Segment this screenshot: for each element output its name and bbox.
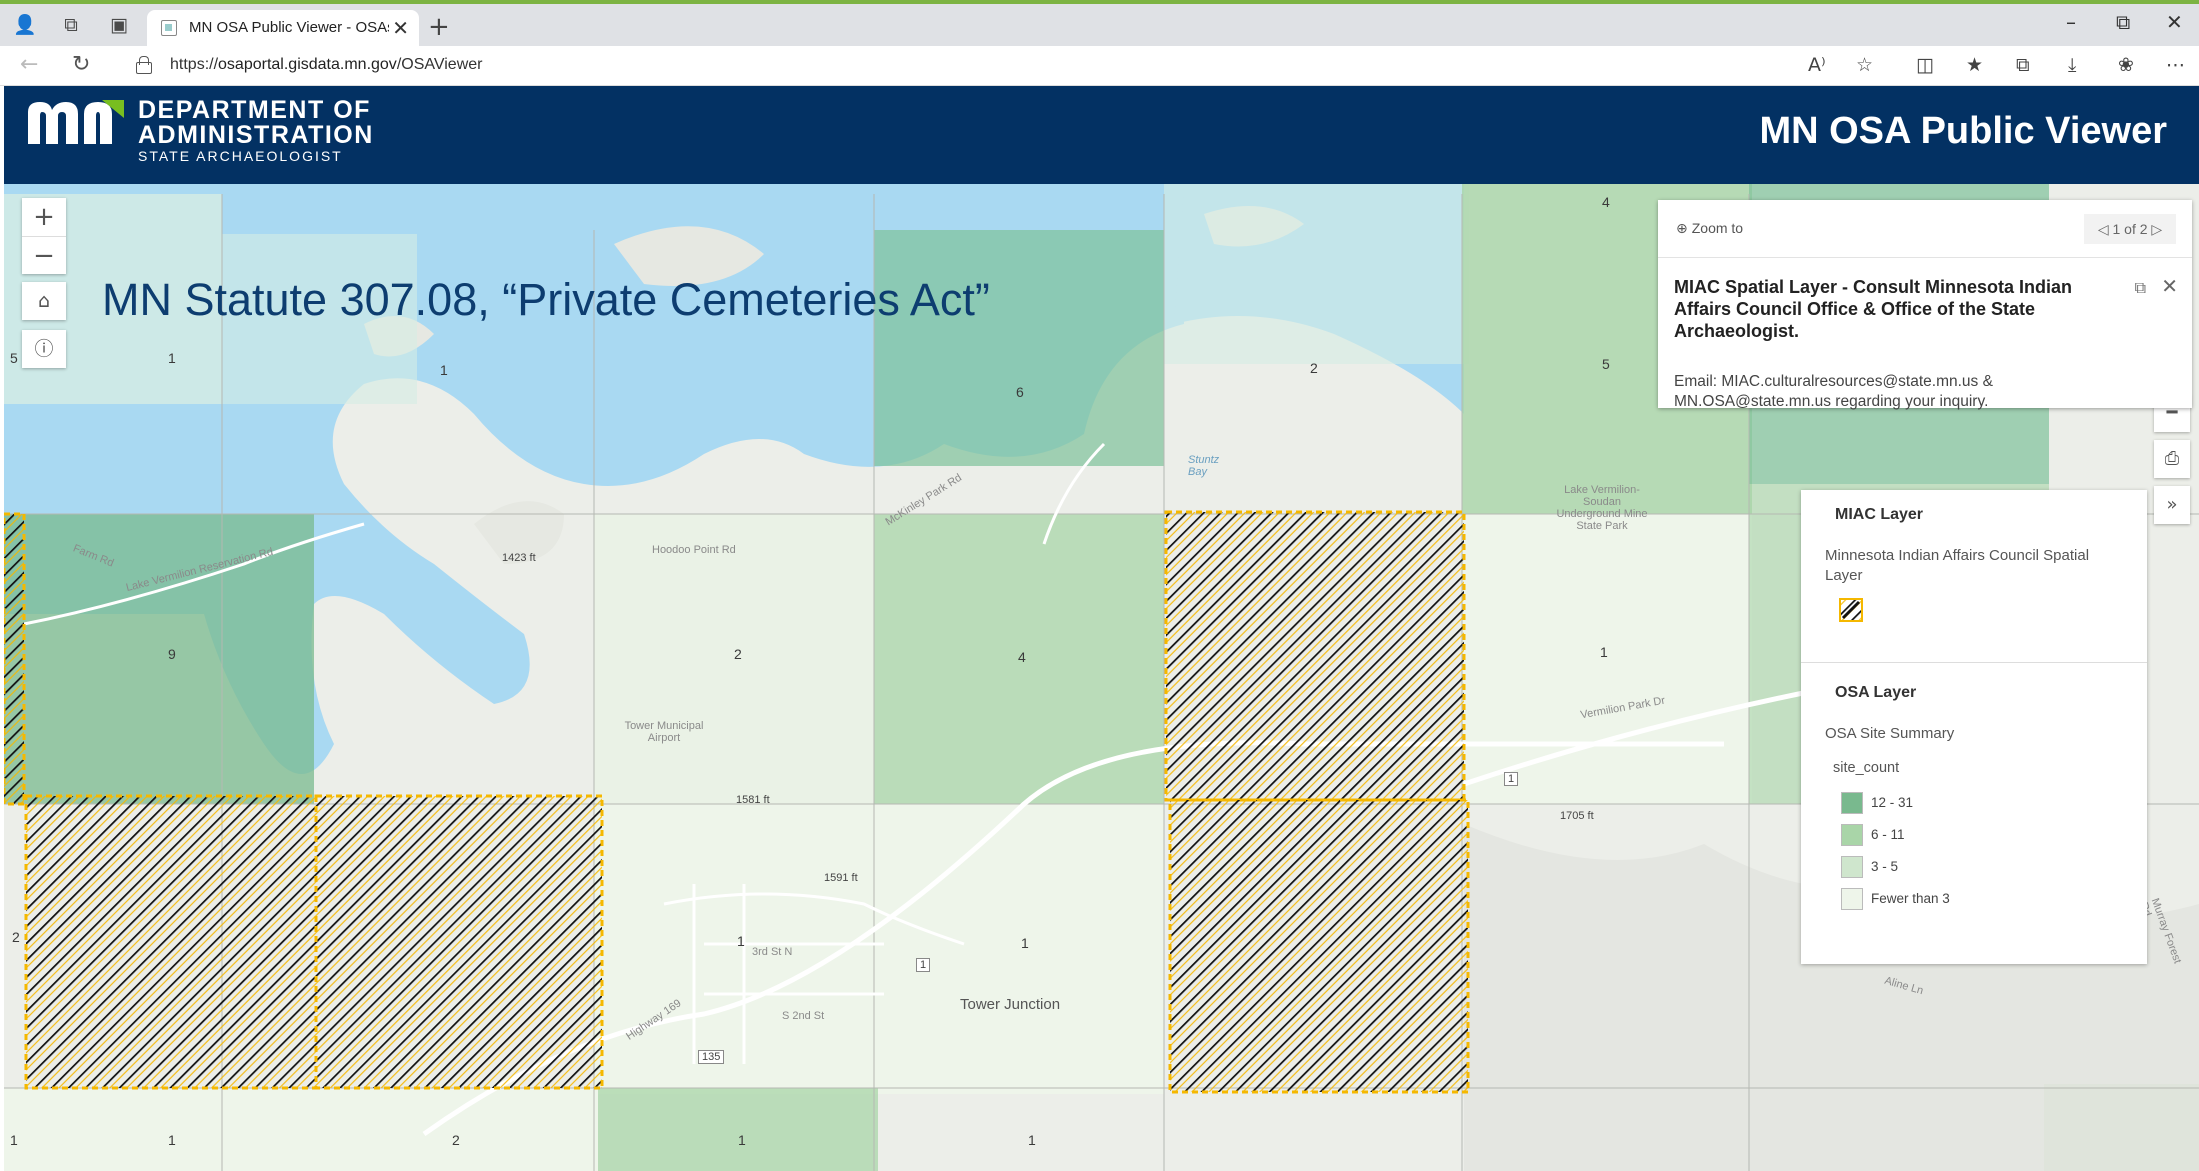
legend-divider	[1801, 662, 2147, 663]
zoom-control: + −	[22, 198, 66, 274]
dock-popup-icon[interactable]: ⧉	[2134, 278, 2146, 297]
app-header: DEPARTMENT OF ADMINISTRATION STATE ARCHA…	[4, 86, 2199, 184]
road-label: S 2nd St	[782, 1010, 825, 1022]
page-favicon-icon	[161, 20, 177, 36]
section-number: 2	[1310, 360, 1318, 376]
route-shield: 135	[698, 1050, 725, 1064]
legend-osa-heading: OSA Layer	[1835, 684, 1917, 701]
legend-swatch	[1841, 888, 1863, 910]
section-number: 2	[734, 646, 742, 662]
section-number: 2	[452, 1132, 460, 1148]
place-label: Tower Municipal Airport	[624, 720, 704, 744]
elevation-label: 1581 ft	[736, 794, 770, 806]
section-number: 1	[440, 362, 448, 378]
popup-title: MIAC Spatial Layer - Consult Minnesota I…	[1674, 277, 2073, 341]
legend-osa-description: OSA Site Summary	[1825, 725, 1955, 742]
section-number: 5	[1602, 356, 1610, 372]
restore-button[interactable]: ⧉	[2116, 10, 2131, 34]
minimize-button[interactable]: –	[2066, 10, 2076, 34]
road-label: 3rd St N	[752, 946, 793, 958]
legend-panel: MIAC Layer Minnesota Indian Affairs Coun…	[1801, 490, 2147, 964]
section-number: 5	[10, 350, 18, 366]
road-label: Hoodoo Point Rd	[652, 544, 736, 556]
browser-tab-active[interactable]: MN OSA Public Viewer - OSAsite ✕	[147, 10, 419, 46]
favorites-icon[interactable]: ★	[1966, 54, 1984, 76]
address-bar: ← ↻ https://osaportal.gisdata.mn.gov/OSA…	[0, 46, 2199, 86]
minnesota-logo	[28, 100, 124, 144]
tab-close-icon[interactable]: ✕	[392, 18, 409, 40]
print-button[interactable]: ⎙	[2154, 440, 2190, 478]
new-tab-button[interactable]: +	[428, 12, 450, 42]
tab-title: MN OSA Public Viewer - OSAsite	[189, 19, 389, 36]
refresh-button[interactable]: ↻	[72, 52, 91, 77]
route-shield: 1	[1504, 772, 1519, 786]
section-number: 4	[1602, 194, 1610, 210]
favorite-star-icon[interactable]: ☆	[1856, 54, 1874, 76]
profile-icon[interactable]: 👤	[13, 14, 37, 36]
collapse-panel-button[interactable]: »	[2154, 486, 2190, 524]
section-number: 1	[10, 1132, 18, 1148]
section-number: 1	[737, 933, 745, 949]
statute-title: MN Statute 307.08, “Private Cemeteries A…	[102, 274, 990, 325]
collections-icon[interactable]: ⧉	[2016, 54, 2030, 76]
section-number: 4	[1018, 649, 1026, 665]
elevation-label: 1591 ft	[824, 872, 858, 884]
back-button[interactable]: ←	[20, 52, 39, 77]
section-number: 1	[1021, 935, 1029, 951]
popup-body: Email: MIAC.culturalresources@state.mn.u…	[1674, 373, 1993, 410]
elevation-label: 1705 ft	[1560, 810, 1594, 822]
section-number: 1	[168, 1132, 176, 1148]
lock-icon[interactable]	[136, 56, 152, 74]
elevation-label: 1423 ft	[502, 552, 536, 564]
downloads-icon[interactable]: ⤓	[2068, 54, 2077, 76]
section-number: 6	[1016, 384, 1024, 400]
home-button[interactable]: ⌂	[22, 282, 66, 320]
zoom-to-button[interactable]: ⊕Zoom to	[1676, 220, 1744, 237]
info-button[interactable]: ⓘ	[22, 330, 66, 368]
close-popup-icon[interactable]: ✕	[2161, 274, 2178, 298]
zoom-in-button[interactable]: +	[33, 202, 55, 232]
feature-popup: ⊕Zoom to ◁ 1 of 2 ▷ MIAC Spatial Layer -…	[1658, 200, 2192, 410]
legend-swatch	[1841, 792, 1863, 814]
section-number: 1	[1028, 1132, 1036, 1148]
tab-bar: 👤 ⧉ ▣ MN OSA Public Viewer - OSAsite ✕ +…	[0, 4, 2199, 46]
place-label: Lake Vermilion-Soudan Underground Mine S…	[1556, 484, 1648, 532]
section-number: 1	[168, 350, 176, 366]
section-number: 2	[12, 929, 20, 945]
legend-miac-description: Minnesota Indian Affairs Council Spatial…	[1825, 547, 2090, 584]
legend-swatch	[1841, 824, 1863, 846]
url-field[interactable]: https://osaportal.gisdata.mn.gov/OSAView…	[170, 56, 483, 73]
zoom-to-icon: ⊕	[1676, 221, 1688, 237]
legend-swatch	[1841, 856, 1863, 878]
legend-field-name: site_count	[1833, 760, 1900, 776]
window-accent-bar	[0, 0, 2199, 4]
extensions-icon[interactable]: ❀	[2118, 54, 2134, 76]
place-label: Stuntz Bay	[1188, 454, 1220, 478]
close-window-button[interactable]: ✕	[2166, 10, 2183, 34]
section-number: 1	[1600, 644, 1608, 660]
more-menu-icon[interactable]: ⋯	[2166, 54, 2185, 76]
map-canvas[interactable]	[4, 184, 2199, 1171]
section-number: 1	[738, 1132, 746, 1148]
legend-miac-heading: MIAC Layer	[1835, 506, 1924, 523]
app-title: MN OSA Public Viewer	[1759, 110, 2167, 152]
place-label: Tower Junction	[960, 996, 1061, 1013]
popup-header: ⊕Zoom to ◁ 1 of 2 ▷	[1658, 200, 2192, 258]
section-number: 9	[168, 646, 176, 662]
department-name: DEPARTMENT OF ADMINISTRATION STATE ARCHA…	[138, 96, 374, 165]
read-aloud-icon[interactable]: A⁾	[1808, 54, 1826, 76]
route-shield: 1	[916, 958, 931, 972]
map-view[interactable]: 1 1 6 2 4 5 9 2 4 1 2 1 1 1 2 1 3 1 5 2 …	[4, 184, 2199, 1171]
split-screen-icon[interactable]: ◫	[1916, 54, 1934, 76]
workspaces-icon[interactable]: ⧉	[64, 14, 78, 36]
feature-pager[interactable]: ◁ 1 of 2 ▷	[2084, 214, 2176, 244]
tab-actions-icon[interactable]: ▣	[110, 14, 128, 36]
legend-miac-swatch	[1839, 598, 1863, 622]
zoom-out-button[interactable]: −	[22, 236, 66, 274]
